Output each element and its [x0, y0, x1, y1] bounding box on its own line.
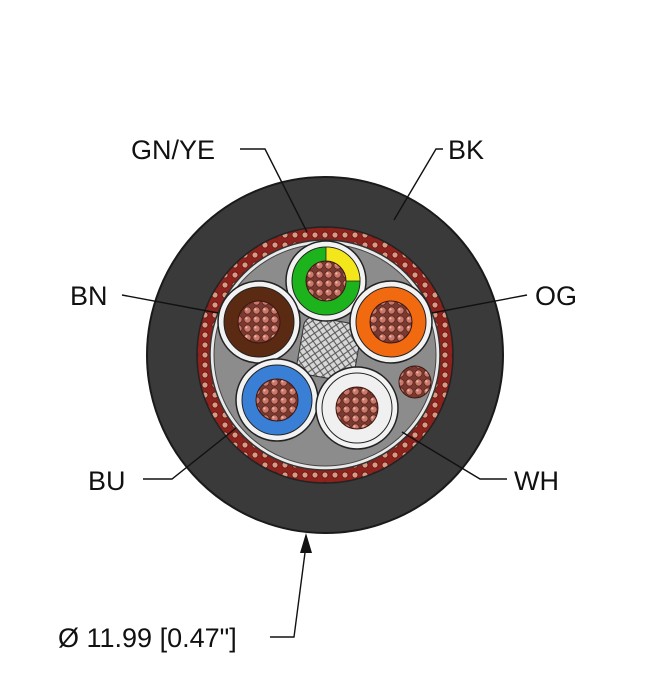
core-brown	[217, 280, 301, 364]
label-gnye: GN/YE	[131, 135, 215, 165]
leader-wh	[401, 431, 507, 480]
leader-bk	[393, 148, 443, 221]
label-wh: WH	[514, 466, 559, 496]
leader-gnye	[240, 148, 308, 233]
leader-bu	[143, 427, 237, 480]
dimension-label: Ø 11.99 [0.47"]	[58, 623, 237, 653]
leader-bn	[121, 294, 219, 314]
label-bk: BK	[448, 135, 484, 165]
label-og: OG	[535, 281, 577, 311]
leader-og	[431, 294, 528, 314]
core-gnye	[285, 240, 367, 322]
leader-dimension	[270, 544, 307, 638]
core-blue	[235, 358, 319, 442]
dimension-arrowhead	[300, 533, 312, 553]
core-white	[315, 366, 399, 450]
drain-wire	[398, 365, 432, 399]
label-bn: BN	[70, 281, 108, 311]
core-orange	[349, 280, 433, 364]
label-bu: BU	[88, 466, 126, 496]
